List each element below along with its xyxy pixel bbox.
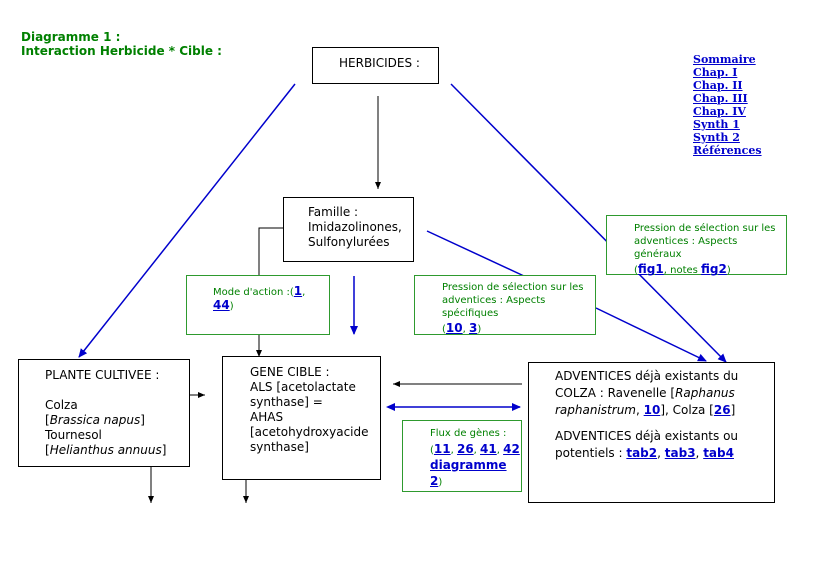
famille-line-1: Famille : xyxy=(308,205,359,219)
arrow-famille-adventices xyxy=(426,230,525,277)
adventices-raphanistrum: raphanistrum xyxy=(555,403,636,417)
famille-line-3: Sulfonylurées xyxy=(308,235,390,249)
pression-gen-line-1: Pression de sélection sur les xyxy=(634,223,776,234)
nav-menu: Sommaire Chap. I Chap. II Chap. III Chap… xyxy=(693,53,762,157)
arrow-herbicides-plante xyxy=(78,83,296,358)
adventices-potentiels: potentiels : xyxy=(555,446,627,460)
nav-link-sommaire[interactable]: Sommaire xyxy=(693,53,756,66)
pression-gen-fig2-link[interactable]: fig2 xyxy=(701,262,727,276)
pression-spec-open: ( xyxy=(442,324,446,335)
adventices-ref-26-link[interactable]: 26 xyxy=(713,403,731,417)
gene-line-2: ALS [acetolactate xyxy=(250,380,356,394)
mode-action-label: Mode d'action :( xyxy=(213,287,294,298)
pression-spec-close: ) xyxy=(477,324,482,335)
plante-cultivee-box: PLANTE CULTIVEE : Colza [Brassica napus]… xyxy=(18,359,190,467)
nav-link-synth-2[interactable]: Synth 2 xyxy=(693,131,740,144)
herbicides-label: HERBICIDES : xyxy=(339,56,420,70)
plante-tournesol: Tournesol xyxy=(45,428,102,442)
adventices-line-3: raphanistrum, 10], Colza [26] xyxy=(555,402,774,419)
gene-line-1: GENE CIBLE : xyxy=(250,365,330,379)
adventices-sep-t2: , xyxy=(657,446,665,460)
pression-gen-refs: (fig1, notes fig2) xyxy=(634,263,786,277)
diagram-title: Diagramme 1 : Interaction Herbicide * Ci… xyxy=(21,30,222,58)
plante-tournesol-sci: [Helianthus annuus] xyxy=(45,443,167,457)
gene-line-5: [acetohydroxyacide xyxy=(250,425,369,439)
famille-box: Famille : Imidazolinones, Sulfonylurées xyxy=(283,197,414,262)
flux-sep-1: , xyxy=(450,445,457,456)
nav-link-chap-1[interactable]: Chap. I xyxy=(693,66,738,79)
plante-colza: Colza xyxy=(45,398,78,412)
title-line-1: Diagramme 1 : xyxy=(21,30,121,44)
adventices-tab4-link[interactable]: tab4 xyxy=(703,446,734,460)
nav-link-synth-1[interactable]: Synth 1 xyxy=(693,118,740,131)
flux-sep-3: , xyxy=(496,445,504,456)
adventices-tab2-link[interactable]: tab2 xyxy=(626,446,658,460)
adventices-line-2: COLZA : Ravenelle [Raphanus xyxy=(555,385,774,402)
pression-gen-mid: , notes xyxy=(663,265,702,276)
mode-close: ) xyxy=(229,301,234,312)
arrow-herbicides-adventices xyxy=(450,83,727,363)
adventices-colza: ], Colza [ xyxy=(660,403,714,417)
flux-ref-41-link[interactable]: 41 xyxy=(480,442,497,456)
flux-line-1: Flux de gènes : xyxy=(430,428,507,439)
adventices-line-5: potentiels : tab2, tab3, tab4 xyxy=(555,445,774,462)
herbicides-box: HERBICIDES : xyxy=(312,47,439,84)
mode-ref-1-link[interactable]: 1 xyxy=(293,284,303,298)
adventices-colza-ravenelle: COLZA : Ravenelle [ xyxy=(555,386,676,400)
nav-link-chap-2[interactable]: Chap. II xyxy=(693,79,743,92)
plante-colza-sci: [Brassica napus] xyxy=(45,413,145,427)
pression-gen-fig1-link[interactable]: fig1 xyxy=(637,262,664,276)
plante-colza-sci-name: Brassica napus xyxy=(49,413,141,427)
adventices-line-1: ADVENTICES déjà existants du xyxy=(555,369,739,383)
adventices-box: ADVENTICES déjà existants du COLZA : Rav… xyxy=(528,362,775,503)
pression-spec-line-2: adventices : Aspects spécifiques xyxy=(442,295,546,319)
pression-spec-ref-3-link[interactable]: 3 xyxy=(468,321,478,335)
adventices-line-4: ADVENTICES déjà existants ou xyxy=(555,429,739,443)
pression-gen-open: ( xyxy=(634,265,638,276)
flux-diagramme-2-link[interactable]: diagramme 2 xyxy=(430,458,507,488)
mode-action-box: Mode d'action :(1, 44) xyxy=(186,275,330,335)
pression-spec-ref-10-link[interactable]: 10 xyxy=(445,321,463,335)
gene-line-4: AHAS xyxy=(250,410,284,424)
plante-tournesol-sci-name: Helianthus annuus xyxy=(49,443,162,457)
flux-close: ) xyxy=(438,477,443,488)
gene-cible-box: GENE CIBLE : ALS [acetolactate synthase]… xyxy=(222,356,381,480)
pression-generale-box: Pression de sélection sur les adventices… xyxy=(606,215,787,277)
adventices-close: ] xyxy=(730,403,736,417)
flux-ref-11-link[interactable]: 11 xyxy=(433,442,451,456)
flux-open: ( xyxy=(430,445,434,456)
mode-ref-44-link[interactable]: 44 xyxy=(213,298,230,312)
plante-title: PLANTE CULTIVEE : xyxy=(45,368,160,382)
gene-line-3: synthase] = xyxy=(250,395,323,409)
famille-line-2: Imidazolinones, xyxy=(308,220,402,234)
pression-spec-line-1: Pression de sélection sur les xyxy=(442,282,584,293)
adventices-raphanus: Raphanus xyxy=(675,386,735,400)
adventices-tab3-link[interactable]: tab3 xyxy=(664,446,696,460)
pression-gen-line-2: adventices : Aspects généraux xyxy=(634,236,738,260)
pression-specifique-box: Pression de sélection sur les adventices… xyxy=(414,275,596,335)
gene-line-6: synthase] xyxy=(250,440,309,454)
flux-ref-26-link[interactable]: 26 xyxy=(456,442,474,456)
flux-ref-42-link[interactable]: 42 xyxy=(503,442,520,456)
pression-gen-close: ) xyxy=(726,265,731,276)
pression-spec-sep: , xyxy=(462,324,469,335)
mode-sep: , xyxy=(302,287,306,298)
adventices-sep-a: , xyxy=(636,403,644,417)
pression-spec-refs: (10, 3) xyxy=(442,322,595,336)
adventices-sep-t3: , xyxy=(695,446,704,460)
flux-genes-box: Flux de gènes : (11, 26, 41, 42 diagramme… xyxy=(402,420,522,492)
flux-sep-2: , xyxy=(473,445,481,456)
title-line-2: Interaction Herbicide * Cible : xyxy=(21,44,222,58)
arrow-pression-adventices xyxy=(595,307,707,362)
adventices-ref-10-link[interactable]: 10 xyxy=(643,403,661,417)
nav-link-chap-3[interactable]: Chap. III xyxy=(693,92,748,105)
flux-refs: (11, 26, 41, 42 diagramme 2) xyxy=(430,442,521,490)
nav-link-chap-4[interactable]: Chap. IV xyxy=(693,105,746,118)
nav-link-references[interactable]: Références xyxy=(693,144,762,157)
